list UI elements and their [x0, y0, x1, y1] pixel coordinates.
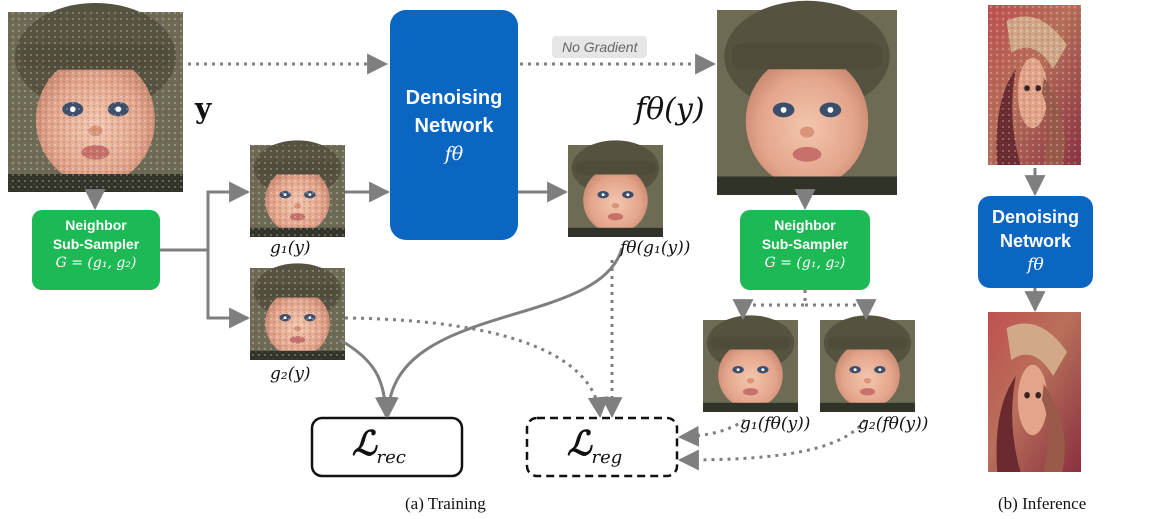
caption-inference: (b) Inference [998, 494, 1087, 513]
g1-of-denoised-image [703, 315, 798, 412]
g2f-label: g₂(fθ(y)) [858, 414, 929, 434]
g1f-label: g₁(fθ(y)) [740, 414, 811, 434]
loss-reg-symbol: ℒ [567, 424, 592, 464]
denoised-g1-image [568, 140, 663, 237]
loss-rec-label: ℒrec [352, 424, 406, 468]
sampler-line1: Neighbor [65, 217, 127, 233]
sampler2-formula: G = (g₁, g₂) [764, 255, 846, 271]
subsample-g2-image [250, 263, 345, 360]
g1y-label: g₁(y) [270, 238, 311, 258]
inf-net-line2: Network [999, 231, 1071, 251]
solid-arrows [84, 168, 1046, 419]
denoising-network-box [390, 10, 518, 240]
inference-input-image [988, 5, 1081, 165]
g2y-label: g₂(y) [270, 364, 311, 384]
sampler2-line1: Neighbor [774, 217, 836, 233]
loss-reg-sub: reg [591, 446, 623, 468]
inf-net-line1: Denoising [991, 207, 1079, 227]
sampler-line2: Sub-Sampler [52, 236, 140, 252]
fg1y-label: fθ(g₁(y)) [620, 238, 691, 258]
g2-of-denoised-image [820, 315, 915, 412]
inference-output-image [988, 312, 1081, 472]
neighbor-sampler-box [32, 210, 160, 290]
subsample-g1-image [250, 140, 345, 237]
loss-rec-sub: rec [376, 446, 406, 468]
no-gradient-label: No Gradient [552, 36, 648, 58]
sampler-text-2: Neighbor Sub-Sampler G = (g₁, g₂) [740, 216, 870, 273]
sampler-formula: G = (g₁, g₂) [55, 255, 137, 271]
neighbor-sampler-box-2 [740, 210, 870, 290]
net-line1: Denoising [405, 87, 503, 109]
sampler2-line2: Sub-Sampler [761, 236, 849, 252]
noisy-input-image [8, 3, 183, 193]
dotted-arrows [188, 53, 877, 471]
output-f-label: fθ(y) [635, 92, 705, 127]
denoised-full-image [717, 0, 897, 195]
loss-rec-symbol: ℒ [352, 424, 377, 464]
caption-training: (a) Training [405, 494, 486, 513]
inf-net-fn: fθ [1027, 255, 1044, 275]
net-fn: fθ [444, 143, 464, 165]
inference-network-text: Denoising Network fθ [978, 205, 1093, 277]
net-line2: Network [414, 115, 494, 137]
loss-reg-label: ℒreg [567, 424, 622, 468]
inference-network-box [978, 196, 1093, 288]
denoising-network-text: Denoising Network fθ [390, 84, 518, 168]
sampler-text: Neighbor Sub-Sampler G = (g₁, g₂) [32, 216, 160, 273]
input-y-label: y [195, 92, 212, 125]
